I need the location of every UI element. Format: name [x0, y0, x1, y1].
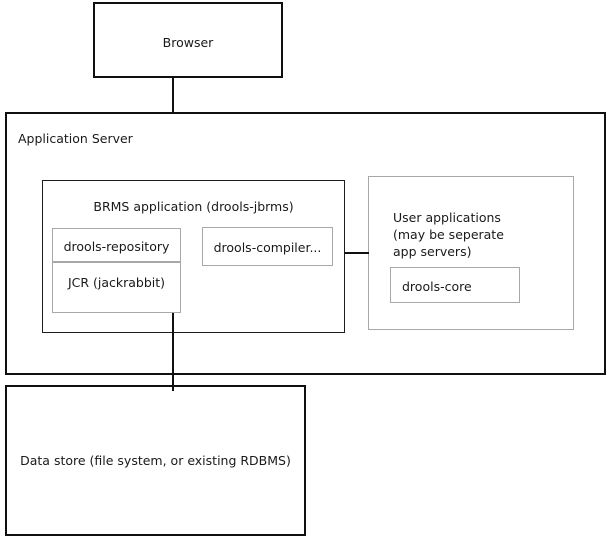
node-browser-label: Browser [162, 35, 214, 50]
node-drools-repository-label: drools-repository [63, 239, 170, 254]
node-data-store-label: Data store (file system, or existing RDB… [20, 453, 291, 468]
node-user-applications-label: User applications (may be seperate app s… [393, 210, 504, 259]
connector-brms-to-user-applications [345, 252, 369, 254]
node-user-applications[interactable]: User applications (may be seperate app s… [368, 176, 574, 330]
node-drools-core-label: drools-core [402, 279, 472, 294]
node-jcr-jackrabbit-label: JCR (jackrabbit) [67, 275, 166, 290]
node-data-store[interactable]: Data store (file system, or existing RDB… [5, 385, 306, 536]
node-jcr-jackrabbit[interactable]: JCR (jackrabbit) [52, 262, 181, 313]
node-drools-repository[interactable]: drools-repository [52, 228, 181, 262]
node-application-server-label: Application Server [18, 131, 133, 146]
connector-jcr-to-data-store [172, 313, 174, 391]
node-brms-application-label: BRMS application (drools-jbrms) [93, 199, 294, 214]
node-browser[interactable]: Browser [93, 2, 283, 78]
node-drools-compiler-label: drools-compiler... [213, 240, 322, 255]
node-drools-compiler[interactable]: drools-compiler... [202, 227, 333, 266]
connector-browser-to-application-server [172, 78, 174, 113]
node-drools-core[interactable]: drools-core [390, 267, 520, 303]
